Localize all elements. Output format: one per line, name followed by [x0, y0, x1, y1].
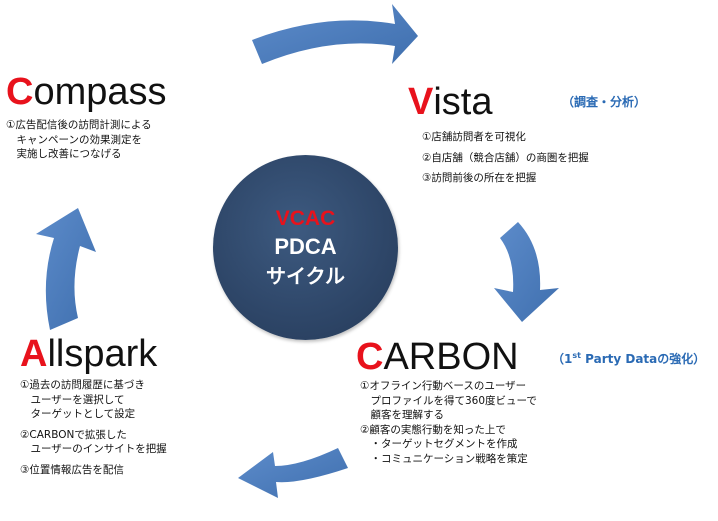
carbon-item-list: ①オフライン行動ベースのユーザー プロファイルを得て360度ビューで 顧客を理解… — [360, 379, 537, 466]
arrow-allspark-to-compass — [36, 208, 96, 330]
allspark-section: Allspark ①過去の訪問履歴に基づき ユーザーを選択して ターゲットとして… — [20, 334, 167, 483]
carbon-note: （1st Party Dataの強化） — [552, 350, 705, 367]
allspark-item-1: ①過去の訪問履歴に基づき ユーザーを選択して ターゲットとして設定 — [20, 379, 145, 420]
compass-title-rest: ompass — [33, 71, 167, 113]
vista-note: （調査・分析） — [562, 95, 647, 109]
carbon-item-2: ②顧客の実態行動を知った上で ・ターゲットセグメントを作成 ・コミュニケーション… — [360, 423, 528, 465]
carbon-note-pre: （1 — [552, 352, 573, 366]
vista-item-2: ②自店舗（競合店舗）の商圏を把握 — [422, 151, 589, 164]
allspark-item-2: ②CARBONで拡張した ユーザーのインサイトを把握 — [20, 428, 167, 456]
carbon-section: CARBON ①オフライン行動ベースのユーザー プロファイルを得て360度ビュー… — [356, 337, 537, 472]
center-cycle-label: サイクル — [266, 263, 345, 288]
compass-title-initial: C — [6, 71, 34, 113]
compass-title: Compass — [6, 72, 167, 112]
allspark-title-initial: A — [20, 333, 48, 375]
vista-item-3: ③訪問前後の所在を把握 — [422, 172, 537, 184]
carbon-note-sup: st — [572, 351, 581, 360]
carbon-title-rest: ARBON — [383, 336, 519, 378]
allspark-title-rest: llspark — [47, 333, 158, 375]
allspark-item-list: ①過去の訪問履歴に基づき ユーザーを選択して ターゲットとして設定 ②CARBO… — [20, 378, 167, 477]
carbon-title-initial: C — [356, 336, 384, 378]
vista-title-rest: ista — [433, 81, 493, 123]
center-vcac-label: VCAC — [275, 206, 336, 230]
vista-title: Vista — [408, 82, 589, 122]
allspark-title: Allspark — [20, 334, 167, 374]
pdca-center-circle: VCAC PDCA サイクル — [213, 155, 398, 340]
vista-item-list: ①店舗訪問者を可視化 ②自店舗（競合店舗）の商圏を把握 ③訪問前後の所在を把握 — [422, 130, 589, 186]
compass-item-list: ①広告配信後の訪問計測による キャンペーンの効果測定を 実施し改善につなげる — [6, 118, 167, 162]
arrow-carbon-to-allspark — [238, 448, 348, 498]
arrow-compass-to-vista — [252, 4, 418, 64]
arrow-vista-to-carbon — [494, 222, 559, 322]
carbon-title: CARBON — [356, 337, 537, 377]
compass-section: Compass ①広告配信後の訪問計測による キャンペーンの効果測定を 実施し改… — [6, 72, 167, 168]
compass-item-1: ①広告配信後の訪問計測による キャンペーンの効果測定を 実施し改善につなげる — [6, 119, 152, 160]
carbon-note-post: Party Dataの強化） — [580, 352, 706, 366]
allspark-item-3: ③位置情報広告を配信 — [20, 463, 124, 476]
vista-title-initial: V — [408, 81, 434, 123]
vista-section: Vista ①店舗訪問者を可視化 ②自店舗（競合店舗）の商圏を把握 ③訪問前後の… — [408, 82, 589, 192]
vista-item-1: ①店舗訪問者を可視化 — [422, 131, 526, 143]
center-pdca-label: PDCA — [274, 233, 337, 259]
carbon-item-1: ①オフライン行動ベースのユーザー プロファイルを得て360度ビューで 顧客を理解… — [360, 380, 537, 421]
